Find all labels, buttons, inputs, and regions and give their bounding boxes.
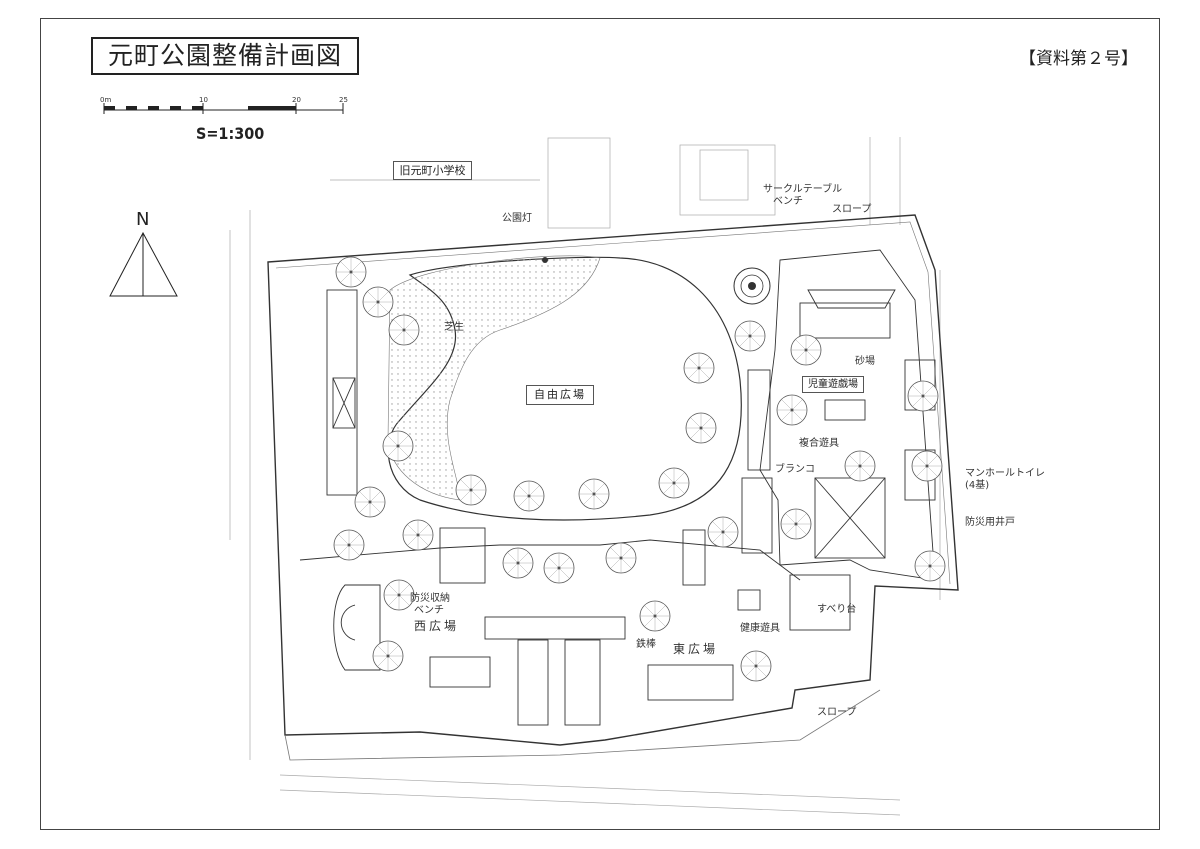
scale-tick-20: 20 <box>292 96 301 104</box>
adjacent-school-label: 旧元町小学校 <box>393 161 472 180</box>
lawn-label: 芝生 <box>444 322 464 333</box>
slide-label: すべり台 <box>817 604 857 615</box>
swing-label: ブランコ <box>775 464 815 475</box>
scale-tick-25: 25 <box>339 96 348 104</box>
circle-table-icon <box>733 267 771 305</box>
west-plaza-label: 西広場 <box>414 619 460 633</box>
lamp-label: 公園灯 <box>502 213 532 224</box>
scale-tick-10: 10 <box>199 96 208 104</box>
storage-bench-label: ベンチ <box>414 605 444 616</box>
fitness-equipment-label: 健康遊具 <box>740 623 780 634</box>
disaster-storage-label: 防災収納 <box>410 593 450 604</box>
page-title: 元町公園整備計画図 <box>91 37 359 75</box>
circle-table-label: サークルテーブル <box>763 184 843 195</box>
scale-tick-0: 0m <box>100 96 112 104</box>
lawn-dotted-area <box>387 255 601 501</box>
north-label: N <box>136 209 150 230</box>
free-plaza-label: 自由広場 <box>526 385 594 405</box>
park-lamp-icon <box>542 257 548 263</box>
scale-bar <box>103 103 344 114</box>
park-boundary <box>267 214 959 761</box>
south-structures <box>299 527 801 726</box>
south-slope-label: スロープ <box>817 707 857 718</box>
combo-play-label: 複合遊具 <box>799 438 839 449</box>
sandbox-label: 砂場 <box>855 356 875 367</box>
scale-ratio: S=1:300 <box>196 124 265 143</box>
north-slope-label: スロープ <box>832 204 872 215</box>
kids-play-label: 児童遊戯場 <box>802 376 864 393</box>
manhole-toilet-label: マンホールトイレ <box>965 468 1045 479</box>
east-plaza-label: 東広場 <box>673 642 719 656</box>
iron-bar-label: 鉄棒 <box>636 639 656 650</box>
drawing-sheet-border <box>40 18 1160 830</box>
circle-table-bench-label: ベンチ <box>773 196 803 207</box>
manhole-count-label: (4基) <box>965 480 990 491</box>
north-arrow-icon <box>109 231 178 297</box>
document-number: 【資料第２号】 <box>1019 49 1138 69</box>
site-context <box>229 137 941 816</box>
west-promenade <box>326 289 358 496</box>
disaster-well-label: 防災用井戸 <box>965 517 1015 528</box>
